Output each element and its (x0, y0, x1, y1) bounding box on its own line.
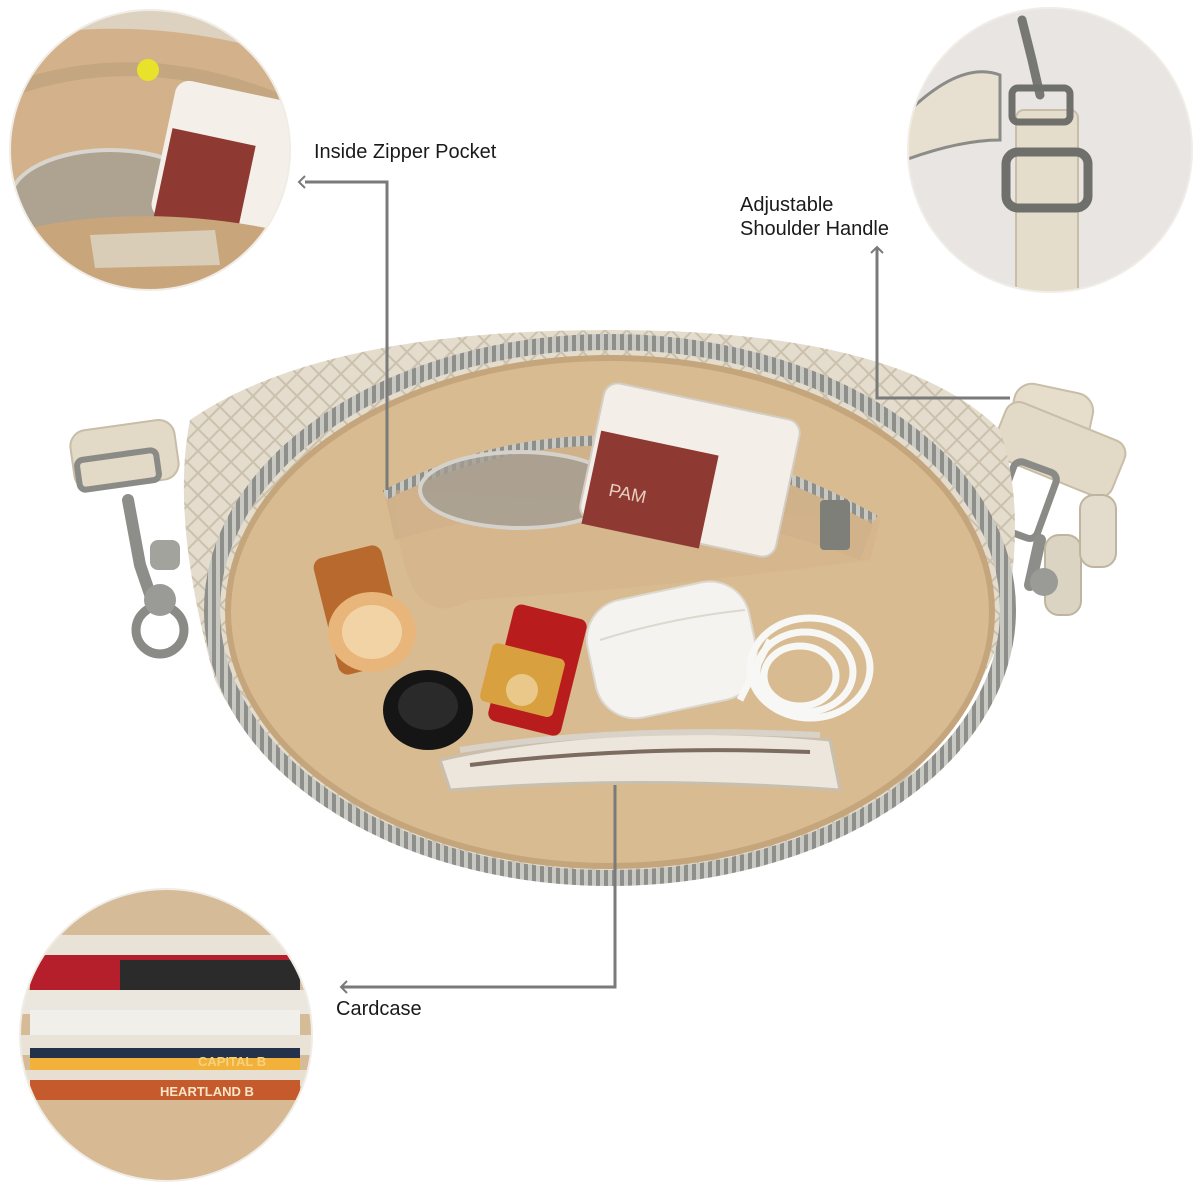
detail-zipper-pocket (10, 10, 290, 290)
handbag: PAM (69, 330, 1127, 886)
left-strap-hardware (69, 418, 189, 659)
lipstick-gold (313, 545, 416, 675)
leader-lines (297, 175, 1010, 994)
charging-cable (736, 614, 874, 722)
lipstick-red (480, 604, 587, 736)
callout-handle-line-1: Adjustable (740, 194, 834, 216)
callout-adjustable-shoulder-handle: Adjustable Shoulder Handle (740, 193, 889, 241)
black-cap (383, 670, 473, 750)
detail-cardcase: CAPITAL B HEARTLAND B (20, 889, 312, 1181)
earbuds-case (585, 580, 760, 720)
card-slots (438, 729, 842, 792)
detail-shoulder-strap (908, 8, 1192, 292)
callout-inside-zipper-pocket: Inside Zipper Pocket (314, 141, 497, 163)
card-text-heartland: HEARTLAND B (160, 1084, 254, 1099)
callout-cardcase: Cardcase (336, 998, 422, 1020)
callout-handle-line-2: Shoulder Handle (740, 218, 889, 240)
perfume-box: PAM (579, 382, 801, 558)
card-text-capital: CAPITAL B (198, 1054, 266, 1069)
